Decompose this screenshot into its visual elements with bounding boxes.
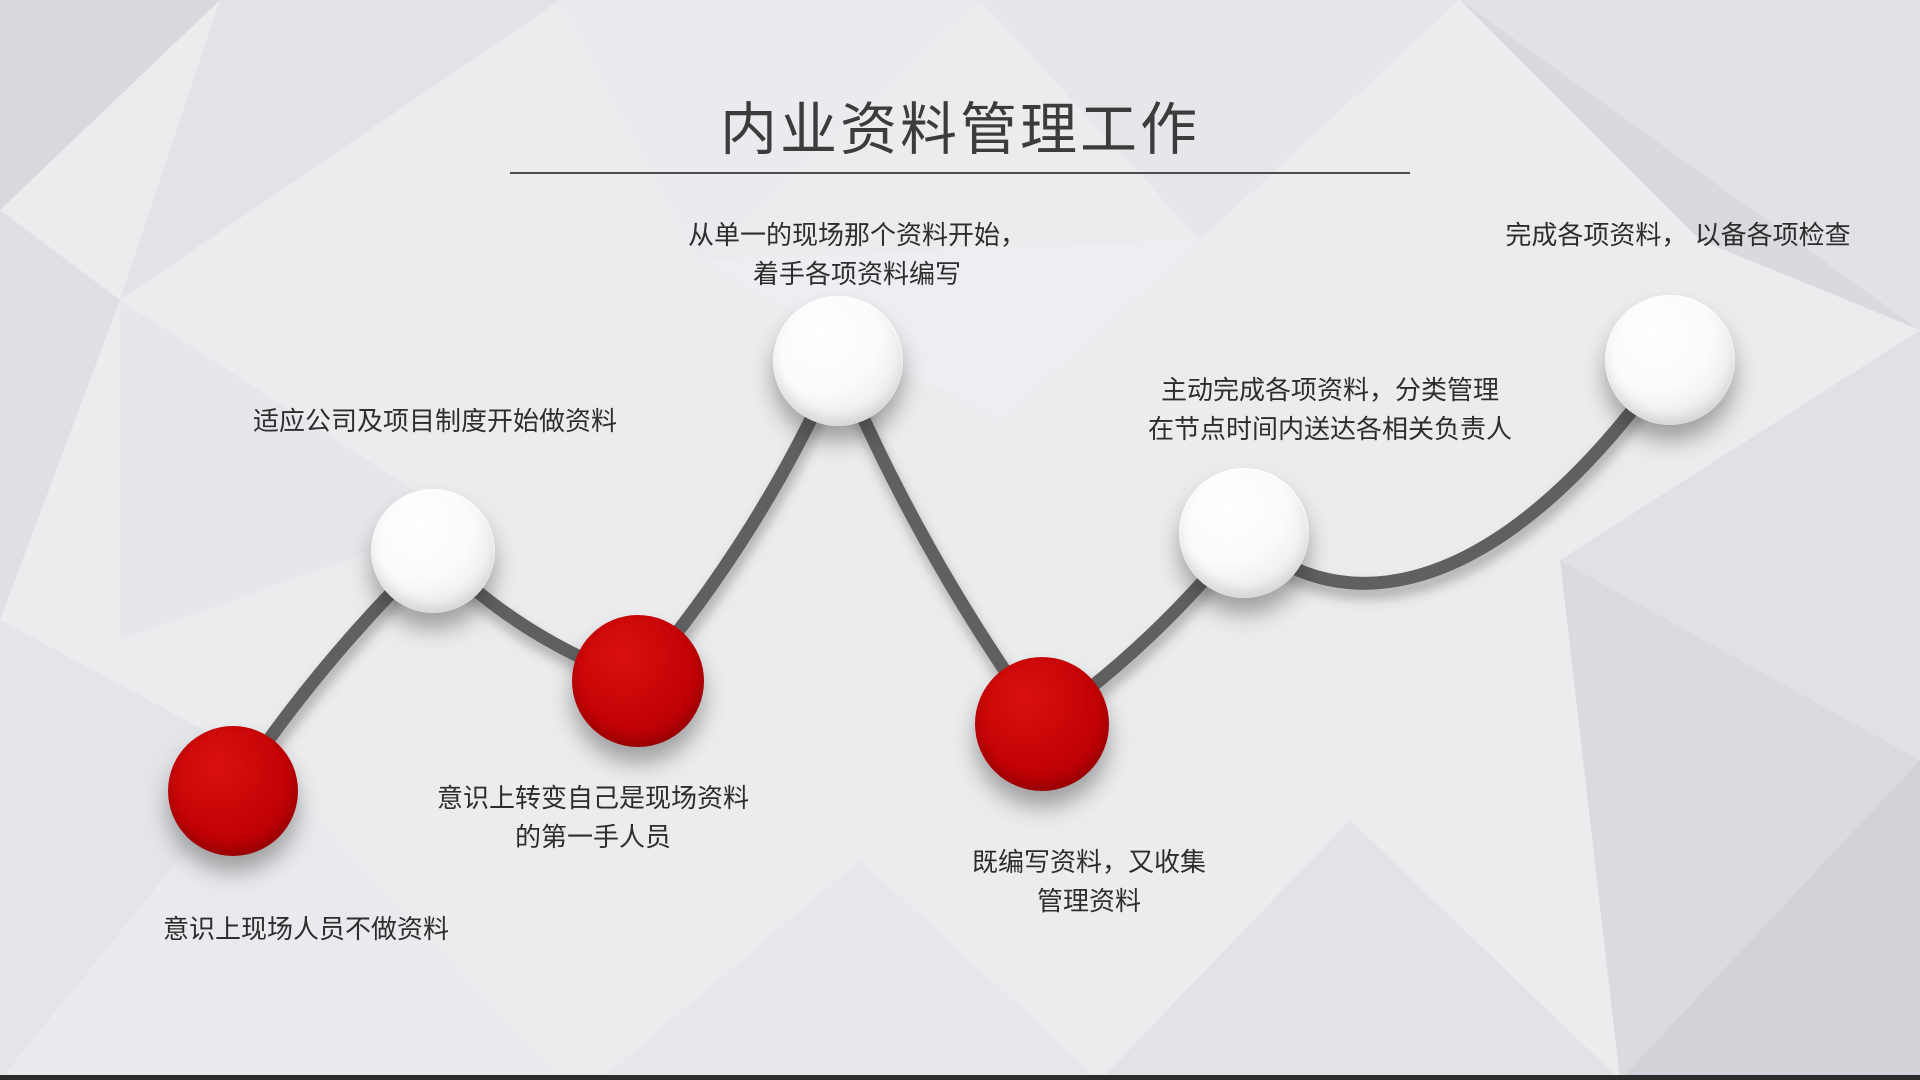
milestone-node-3 [572,615,704,747]
milestone-label-1: 意识上现场人员不做资料 [162,914,450,944]
milestone-node-4 [773,296,903,426]
slide-title: 内业资料管理工作 [720,98,1200,162]
milestone-label-6: 主动完成各项资料，分类管理 在节点时间内送达各相关负责人 [1147,375,1513,444]
milestone-label-2: 适应公司及项目制度开始做资料 [252,406,618,436]
milestone-node-5 [975,657,1109,791]
bottom-bar [0,1075,1920,1080]
milestone-label-5: 既编写资料，又收集 管理资料 [971,847,1207,916]
milestone-label-3: 意识上转变自己是现场资料 的第一手人员 [436,783,750,852]
milestone-label-7: 完成各项资料， 以备各项检查 [1505,220,1851,250]
milestone-node-6 [1179,468,1309,598]
milestone-node-1 [168,726,298,856]
milestone-node-2 [371,489,495,613]
milestone-node-7 [1605,295,1735,425]
milestone-label-4: 从单一的现场那个资料开始， 着手各项资料编写 [687,220,1027,289]
title-underline [510,172,1410,174]
